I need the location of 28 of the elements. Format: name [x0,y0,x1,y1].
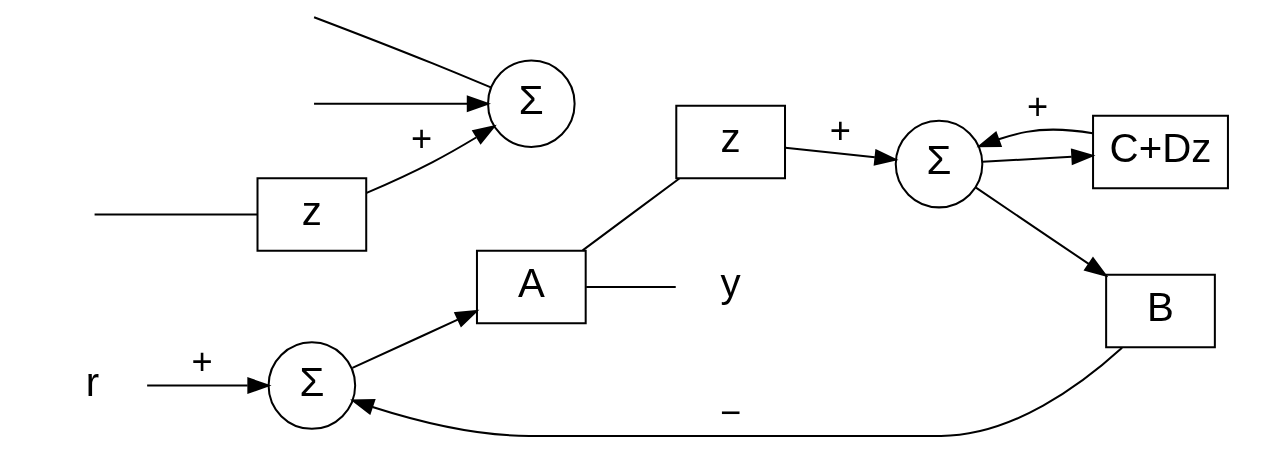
arrow [785,146,899,166]
edge-label: + [191,341,213,383]
edge-label: + [1027,85,1049,127]
connector [586,285,676,288]
edge-label: − [720,391,742,433]
node-circle: Σ [267,341,357,430]
node-box: B [1105,273,1216,349]
edge-label: + [411,117,433,159]
connector [94,213,258,216]
arrow [366,124,497,194]
connector [582,177,680,252]
arrow [975,186,1109,278]
node-box: z [675,104,786,180]
node-circle: Σ [894,119,984,209]
arrow [350,347,1123,437]
arrow [352,309,480,369]
connector [313,16,492,89]
node-text: r [85,359,100,405]
node-box: z [256,177,368,252]
arrow [982,148,1096,166]
arrow [976,128,1093,148]
edge-label: + [829,109,851,151]
arrow [147,377,272,395]
node-box: A [475,249,587,325]
node-circle: Σ [487,59,576,148]
node-text: y [720,260,741,306]
arrow [314,95,491,113]
node-box: C+Dz [1092,114,1229,190]
